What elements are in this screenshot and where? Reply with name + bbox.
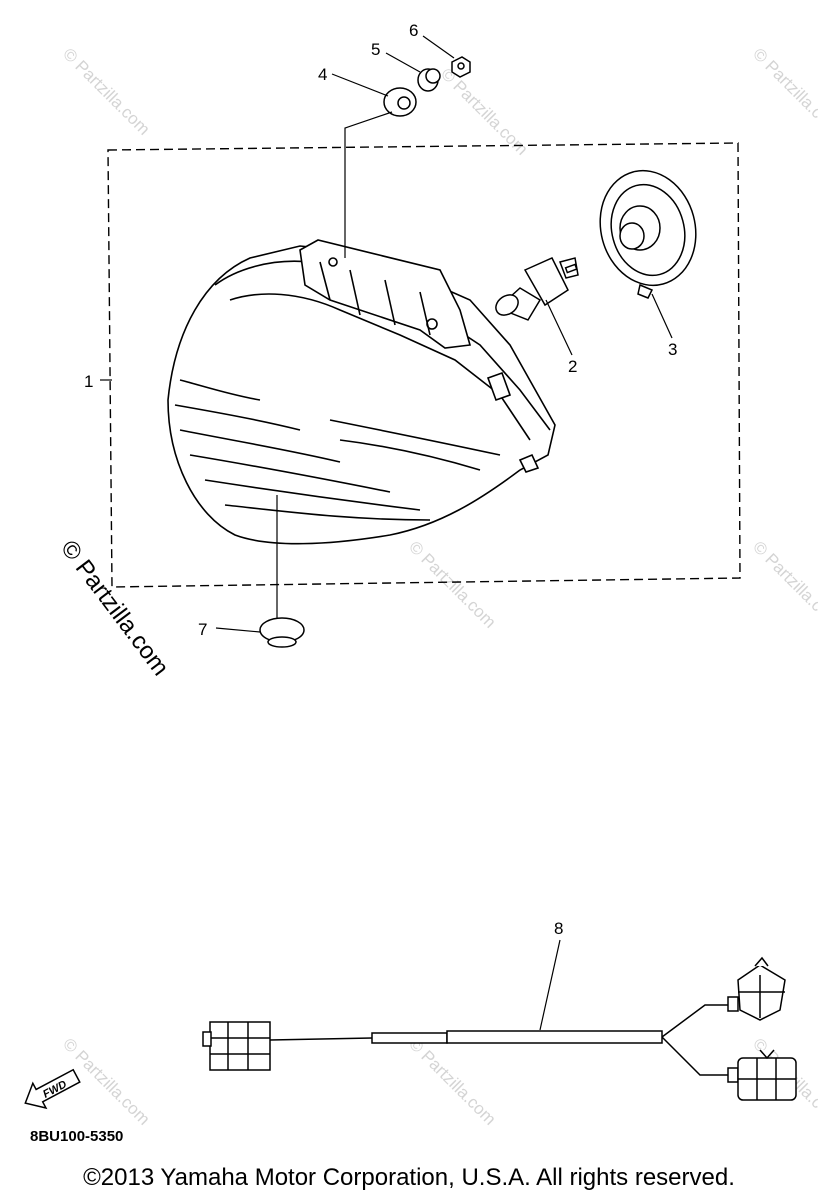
watermark: © Partzilla.com: [59, 44, 153, 138]
callout-4: 4: [318, 65, 327, 84]
callout-1: 1: [84, 372, 93, 391]
leader-line-4-assembly: [344, 111, 393, 258]
assembly-boundary: [107, 142, 741, 588]
watermark: © Partzilla.com: [749, 537, 818, 631]
callout-7: 7: [198, 620, 207, 639]
fwd-label: FWD: [41, 1078, 69, 1100]
copyright-notice: ©2013 Yamaha Motor Corporation, U.S.A. A…: [83, 1164, 735, 1191]
socket-cover-part-3: [599, 169, 697, 299]
leader-line-8: [539, 939, 561, 1031]
callout-2: 2: [568, 357, 577, 376]
leader-line-5: [385, 52, 421, 73]
leader-line-7: [215, 627, 261, 633]
callout-8: 8: [554, 919, 563, 938]
leader-line-2: [545, 299, 573, 356]
callout-5: 5: [371, 40, 380, 59]
watermark: © Partzilla.com: [405, 537, 499, 631]
leader-line-6: [422, 35, 455, 59]
leader-line-3: [651, 293, 673, 339]
watermark: © Partzilla.com: [749, 44, 818, 138]
watermark: © Partzilla.com: [405, 1034, 499, 1128]
grommet-part-7: [259, 617, 305, 648]
diagram-code: 8BU100-5350: [30, 1128, 124, 1145]
callout-6: 6: [409, 21, 418, 40]
watermark-main: © Partzilla.com: [55, 535, 174, 680]
headlight-housing: [167, 239, 556, 545]
nut-part-6: [451, 56, 471, 78]
grommet-part-4: [383, 87, 417, 117]
collar-part-5: [417, 68, 441, 92]
callout-3: 3: [668, 340, 677, 359]
fwd-arrow-icon: FWD: [24, 1068, 81, 1110]
watermark: © Partzilla.com: [437, 64, 531, 158]
leader-line-4: [331, 73, 389, 97]
lead-wire-part-8: [202, 956, 797, 1101]
watermark-group: © Partzilla.com © Partzilla.com © Partzi…: [55, 44, 818, 1128]
bulb-part-2: [495, 257, 579, 321]
